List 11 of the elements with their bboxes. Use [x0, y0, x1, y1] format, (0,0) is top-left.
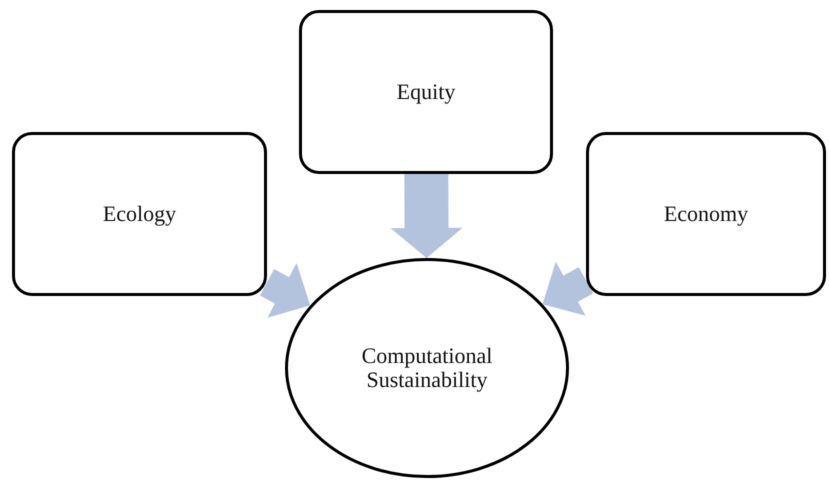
rounded-box — [299, 10, 553, 174]
rounded-box — [12, 132, 267, 296]
block-arrow — [390, 174, 462, 258]
ellipse-node — [285, 258, 569, 478]
node-label: Equity — [396, 80, 456, 104]
block-arrow — [542, 262, 594, 316]
node-label: Computational Sustainability — [360, 344, 494, 392]
rounded-box — [586, 132, 826, 296]
block-arrow — [260, 263, 310, 318]
node-label: Economy — [664, 202, 748, 226]
node-label: Ecology — [102, 202, 176, 226]
